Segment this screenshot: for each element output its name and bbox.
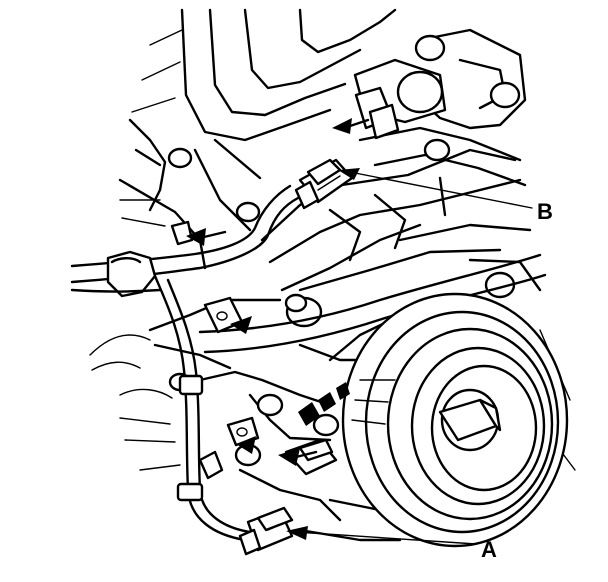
pointer-arrows [186, 118, 370, 466]
connector-b [294, 158, 354, 210]
crankshaft-pulley [341, 292, 569, 548]
support-bracket [260, 148, 522, 292]
leader-line-a [295, 531, 477, 545]
arrowhead-b [338, 168, 360, 180]
callout-label-b: B [537, 199, 553, 224]
top-sensor [353, 58, 447, 140]
wire-harness [70, 184, 547, 542]
detail-strips [298, 382, 350, 426]
connector-a [238, 506, 294, 556]
arrowhead-a [286, 526, 308, 540]
callout-label-a: A [481, 537, 497, 562]
callout-leaders [286, 168, 533, 545]
leader-line-b [349, 171, 533, 209]
